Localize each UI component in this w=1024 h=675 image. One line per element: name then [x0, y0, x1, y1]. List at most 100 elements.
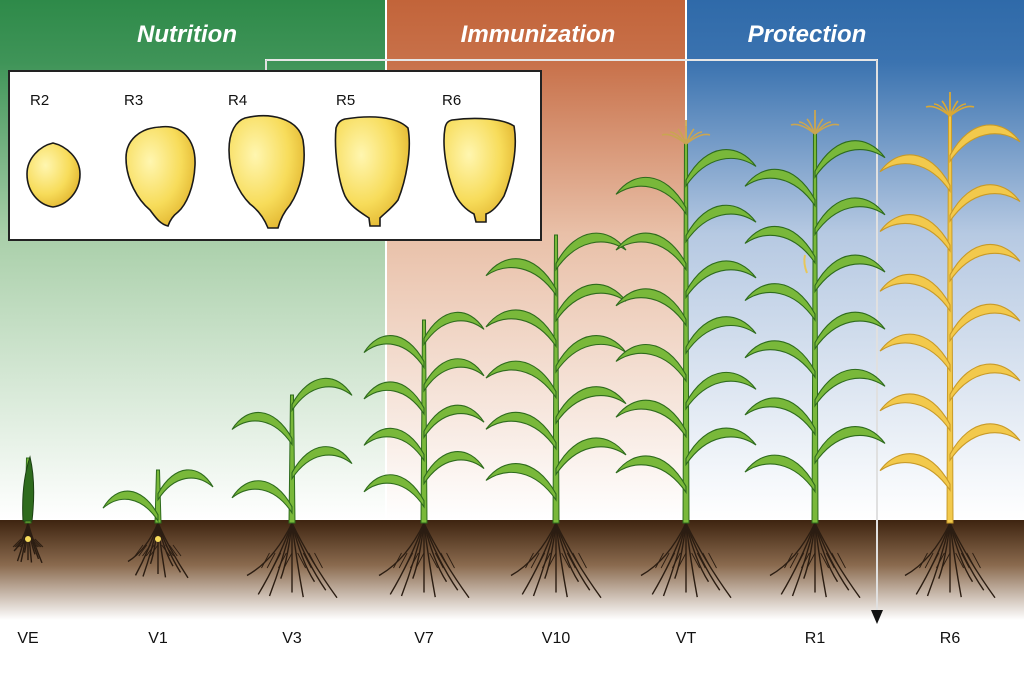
- leaf-v10-6: [485, 309, 557, 349]
- stage-label-ve: VE: [17, 630, 38, 647]
- leaf-v7-7: [423, 311, 485, 347]
- leaf-v3-2: [231, 412, 293, 447]
- stalk-r6: [946, 111, 954, 524]
- plant-v10: [485, 232, 627, 599]
- plant-v7: [363, 311, 485, 599]
- leaf-v10-0: [485, 462, 557, 502]
- leaf-vt-0: [615, 455, 687, 495]
- plant-v3: [231, 377, 353, 599]
- stalk-vt: [682, 139, 690, 524]
- leaf-vt-8: [615, 232, 687, 272]
- stage-label-v7: V7: [414, 630, 434, 647]
- stage-label-v10: V10: [542, 630, 571, 647]
- leaf-r1-7: [814, 254, 886, 294]
- kernel-label-r4: R4: [228, 92, 247, 109]
- leaf-vt-7: [685, 260, 757, 300]
- leaf-r1-6: [744, 283, 816, 322]
- leaf-v1-0: [102, 490, 159, 523]
- plant-r6: [879, 92, 1021, 599]
- leaf-r1-4: [744, 340, 816, 379]
- leaf-r6-4: [879, 333, 951, 373]
- tassel-r6: [925, 92, 975, 117]
- leaf-v10-8: [485, 258, 557, 297]
- leaf-v7-2: [363, 427, 425, 463]
- leaf-v10-4: [485, 360, 557, 400]
- leaf-r1-3: [814, 368, 886, 408]
- leaf-r1-8: [744, 225, 816, 265]
- plant-ve: [12, 455, 44, 564]
- leaf-vt-9: [685, 204, 757, 244]
- leaf-r6-0: [879, 453, 951, 492]
- kernel-label-r2: R2: [30, 92, 49, 109]
- leaf-v7-3: [423, 404, 485, 439]
- plant-r1: [744, 110, 886, 599]
- stage-label-vt: VT: [676, 630, 697, 647]
- leaf-r6-2: [879, 393, 951, 433]
- leaf-v3-3: [291, 377, 353, 413]
- leaf-r6-7: [949, 243, 1021, 283]
- stage-label-v1: V1: [148, 630, 168, 647]
- kernel-label-r3: R3: [124, 92, 143, 109]
- leaf-vt-4: [615, 343, 687, 383]
- leaf-vt-5: [685, 316, 757, 355]
- roots-v10: [510, 522, 602, 599]
- kernel-inset: R2 R3 R4 R5 R6: [8, 70, 542, 241]
- roots-v7: [378, 522, 470, 599]
- leaf-vt-2: [615, 399, 687, 439]
- arrow-head: [871, 610, 883, 624]
- leaf-v7-5: [423, 358, 485, 393]
- leaf-v10-1: [555, 437, 627, 477]
- leaf-v10-7: [555, 283, 627, 323]
- leaf-vt-3: [685, 371, 757, 411]
- leaf-spike: [22, 455, 35, 522]
- stage-label-v3: V3: [282, 630, 302, 647]
- leaf-v10-3: [555, 386, 627, 425]
- leaf-v7-4: [363, 381, 425, 416]
- leaf-r1-0: [744, 454, 816, 494]
- leaf-r6-10: [879, 154, 951, 193]
- tassel-vt: [661, 120, 711, 145]
- plant-vt: [615, 120, 757, 599]
- kernel-r5: [334, 116, 411, 227]
- soil-band: [0, 520, 1024, 620]
- roots-ve: [12, 522, 44, 564]
- leaf-v10-2: [485, 411, 557, 451]
- leaf-r6-11: [949, 124, 1021, 164]
- leaf-r6-9: [949, 184, 1021, 223]
- kernel-label-r6: R6: [442, 92, 461, 109]
- phase-label-protection: Protection: [748, 21, 867, 48]
- leaf-r1-5: [814, 311, 886, 351]
- leaf-r1-10: [744, 168, 816, 208]
- leaf-vt-10: [615, 176, 687, 216]
- kernel-r3: [125, 125, 196, 227]
- stage-label-r1: R1: [805, 630, 826, 647]
- leaf-r1-2: [744, 397, 816, 437]
- leaf-r6-6: [879, 273, 951, 313]
- stalk-v10: [552, 234, 560, 524]
- roots-v1: [127, 522, 189, 579]
- stalk-v7: [420, 319, 428, 524]
- kernel-label-r5: R5: [336, 92, 355, 109]
- kernel-r2: [26, 142, 81, 208]
- roots-r6: [904, 522, 996, 599]
- kernel-r4: [228, 115, 305, 229]
- leaf-r6-8: [879, 214, 951, 253]
- leaf-r1-1: [814, 426, 886, 465]
- plants-layer: [12, 92, 1021, 599]
- leaf-v7-0: [363, 474, 425, 509]
- phase-label-nutrition: Nutrition: [137, 21, 237, 48]
- silk-r1: [803, 254, 808, 274]
- leaf-r6-5: [949, 303, 1021, 343]
- kernel-r6: [443, 117, 517, 223]
- leaf-r1-11: [814, 140, 886, 179]
- stalk-r1: [811, 129, 819, 524]
- leaf-v7-1: [423, 451, 485, 486]
- leaf-r6-1: [949, 423, 1021, 462]
- stage-label-r6: R6: [940, 630, 961, 647]
- leaf-v7-6: [363, 335, 425, 370]
- leaf-v10-9: [555, 232, 627, 272]
- leaf-v3-0: [231, 480, 293, 515]
- roots-v3: [246, 522, 338, 599]
